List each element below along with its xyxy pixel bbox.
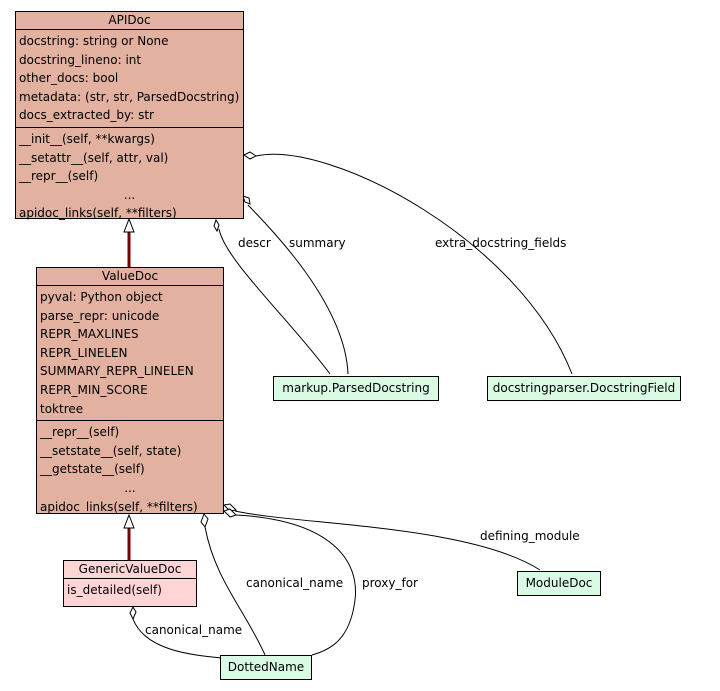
inheritance-arrow-apidoc xyxy=(123,217,135,233)
attribute: REPR_MIN_SCORE xyxy=(40,382,148,397)
edge-label-canonical-name-generic: canonical_name xyxy=(145,623,243,637)
diamond-canonical-name-generic xyxy=(129,605,137,621)
attribute: parse_repr: unicode xyxy=(40,308,160,323)
attribute: metadata: (str, str, ParsedDocstring) xyxy=(19,89,240,104)
class-valuedoc[interactable]: ValueDoc pyval: Python object parse_repr… xyxy=(36,267,224,514)
class-title: GenericValueDoc xyxy=(64,561,196,579)
edge-label-extra-docstring-fields: extra_docstring_fields xyxy=(435,236,567,250)
edge-descr xyxy=(218,228,331,375)
method: __getstate__(self) xyxy=(40,462,145,477)
diamond-proxy-for xyxy=(223,508,237,518)
method-ellipsis: ... xyxy=(124,480,136,495)
edge-label-summary: summary xyxy=(289,236,346,250)
edge-summary xyxy=(247,204,349,375)
edge-label-defining-module: defining_module xyxy=(480,529,580,543)
attribute: SUMMARY_REPR_LINELEN xyxy=(40,364,194,379)
edge-canonical-name-valuedoc xyxy=(204,526,266,656)
edge-label-proxy-for: proxy_for xyxy=(362,576,418,590)
attribute: REPR_MAXLINES xyxy=(40,327,139,342)
edge-proxy-for xyxy=(235,514,357,656)
attributes-section: pyval: Python object parse_repr: unicode… xyxy=(37,286,223,420)
inheritance-arrow-valuedoc xyxy=(123,513,135,529)
diamond-descr xyxy=(213,218,220,233)
diamond-summary xyxy=(242,195,251,205)
class-parseddocstring[interactable]: markup.ParsedDocstring xyxy=(273,376,439,401)
attributes-section: docstring: string or None docstring_line… xyxy=(16,30,243,127)
method: is_detailed(self) xyxy=(67,583,162,597)
attribute: toktree xyxy=(40,401,84,416)
edge-defining-module xyxy=(234,510,541,571)
method: __setattr__(self, attr, val) xyxy=(19,150,169,165)
method: __setstate__(self, state) xyxy=(40,443,182,458)
edge-label-descr: descr xyxy=(238,236,271,250)
attribute: REPR_LINELEN xyxy=(40,345,128,360)
attribute: docstring: string or None xyxy=(19,34,169,48)
attribute: pyval: Python object xyxy=(40,290,163,304)
method: __repr__(self) xyxy=(19,169,99,184)
class-genericvaluedoc[interactable]: GenericValueDoc is_detailed(self) xyxy=(63,560,197,607)
diamond-extra-docstring-fields xyxy=(243,151,257,160)
edge-canonical-name-generic xyxy=(132,618,223,659)
edge-label-canonical-name: canonical_name xyxy=(246,576,344,590)
method: apidoc_links(self, **filters) xyxy=(19,206,177,221)
class-docstringfield[interactable]: docstringparser.DocstringField xyxy=(487,376,681,401)
method: __init__(self, **kwargs) xyxy=(19,131,155,146)
class-apidoc[interactable]: APIDoc docstring: string or None docstri… xyxy=(15,11,244,220)
methods-section: __repr__(self) __setstate__(self, state)… xyxy=(37,420,223,518)
class-title: APIDoc xyxy=(16,12,243,30)
diamond-defining-module xyxy=(222,503,238,512)
methods-section: is_detailed(self) xyxy=(64,579,196,602)
class-dottedname[interactable]: DottedName xyxy=(220,655,312,680)
method-ellipsis: ... xyxy=(123,187,136,202)
attribute: other_docs: bool xyxy=(19,71,119,86)
attribute: docs_extracted_by: str xyxy=(19,108,154,123)
attribute: docstring_lineno: int xyxy=(19,52,142,67)
class-moduledoc[interactable]: ModuleDoc xyxy=(517,571,601,596)
edge-extra-docstring-fields xyxy=(255,153,573,375)
method: apidoc_links(self, **filters) xyxy=(40,499,198,514)
methods-section: __init__(self, **kwargs) __setattr__(sel… xyxy=(16,126,243,225)
class-title: ValueDoc xyxy=(37,268,223,286)
method: __repr__(self) xyxy=(40,425,120,440)
diamond-canonical-name-valuedoc xyxy=(200,513,209,528)
